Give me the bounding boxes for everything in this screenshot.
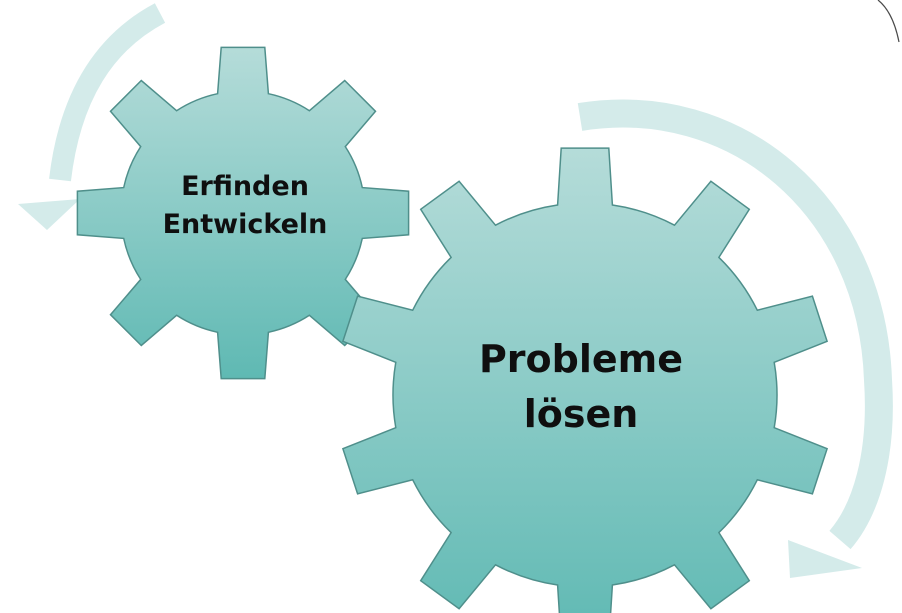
small-gear-label-line1: Erfinden <box>181 171 309 202</box>
right-cycle-arrow <box>577 99 893 578</box>
small-gear <box>76 46 410 380</box>
large-gear-label-line2: lösen <box>524 392 639 436</box>
edge-arc <box>877 0 900 43</box>
left-cycle-arrow <box>18 3 166 230</box>
large-gear-label-line1: Probleme <box>479 337 683 381</box>
large-gear <box>341 147 829 613</box>
small-gear-label-line2: Entwickeln <box>163 209 328 240</box>
